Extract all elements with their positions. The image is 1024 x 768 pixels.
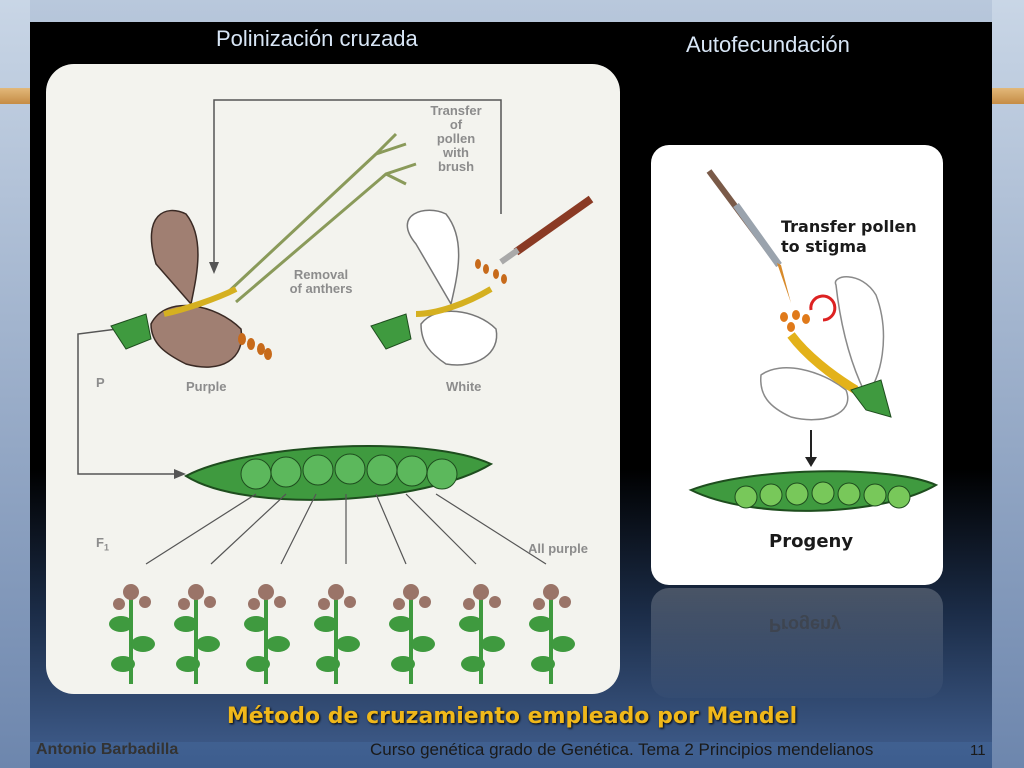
brush-icon (706, 169, 791, 303)
transfer-pollen-stigma-label: Transfer pollen to stigma (781, 217, 917, 257)
footer-author: Antonio Barbadilla (36, 741, 179, 758)
p-label: P (96, 375, 105, 390)
plant-icon (314, 584, 360, 684)
p-to-pod-arrow (77, 325, 176, 475)
removal-label-line: of anthers (289, 281, 353, 296)
f1-label-letter: F (96, 535, 104, 550)
transfer-pollen-label: Transfer of pollen with brush (426, 104, 486, 174)
title-self-fertilization: Autofecundación (686, 32, 850, 57)
transfer-stigma-line: to stigma (781, 237, 867, 256)
pea-pod-icon (184, 445, 494, 501)
f1-arrows (145, 493, 547, 565)
slide-background-right (992, 0, 1024, 768)
cross-pollination-diagram (77, 99, 594, 684)
slide-caption: Método de cruzamiento empleado por Mende… (226, 704, 798, 729)
transfer-label-line: pollen (436, 131, 476, 146)
title-cross-pollination: Polinización cruzada (216, 26, 418, 51)
white-flower-icon (760, 276, 892, 421)
white-flower-icon (370, 209, 507, 366)
decorative-bar-right (992, 88, 1024, 104)
transfer-label-line: Transfer (430, 103, 482, 118)
plant-icon (174, 584, 220, 684)
f1-plants (109, 584, 575, 684)
white-label: White (446, 379, 482, 394)
all-purple-label: All purple (528, 541, 588, 556)
transfer-arrow (213, 99, 502, 264)
progeny-reflection: Progeny (769, 615, 842, 635)
panel-reflection: Progeny (651, 588, 943, 698)
forceps-icon (224, 132, 417, 304)
plant-icon (529, 584, 575, 684)
down-arrow-icon (805, 430, 817, 467)
footer-course: Curso genética grado de Genética. Tema 2… (370, 740, 874, 759)
self-fertilization-diagram (688, 169, 939, 512)
transfer-label-line: of (449, 117, 463, 132)
decorative-bar-left (0, 88, 30, 104)
cross-pollination-panel: Transfer of pollen with brush Removal of… (46, 64, 620, 694)
pea-pod-icon (688, 470, 939, 512)
transfer-label-line: with (443, 145, 469, 160)
purple-label: Purple (186, 379, 227, 394)
plant-icon (244, 584, 290, 684)
transfer-label-line: brush (437, 159, 475, 174)
removal-label-line: Removal (293, 267, 349, 282)
plant-icon (459, 584, 505, 684)
f1-label: F1 (96, 536, 109, 555)
progeny-label: Progeny (769, 531, 854, 552)
page-number: 11 (970, 742, 986, 759)
slide-background-left (0, 0, 30, 768)
f1-label-subscript: 1 (103, 542, 109, 553)
brush-icon (499, 195, 594, 265)
purple-flower-icon (110, 209, 272, 368)
self-fertilization-panel: Transfer pollen to stigma Progeny (651, 145, 943, 585)
plant-icon (109, 584, 155, 684)
plant-icon (389, 584, 435, 684)
transfer-stigma-line: Transfer pollen (781, 217, 917, 236)
removal-anthers-label: Removal of anthers (271, 268, 371, 296)
